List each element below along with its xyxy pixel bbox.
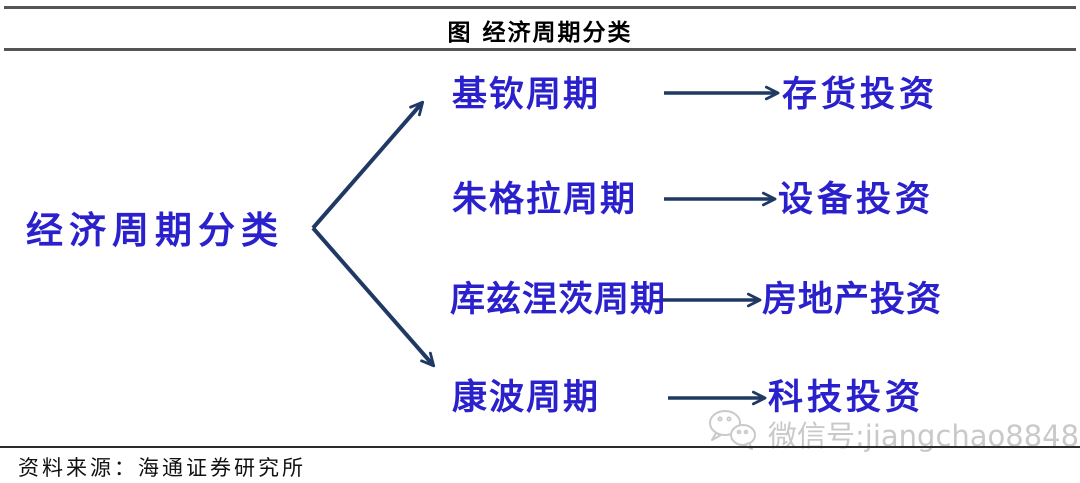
investment-node-realestate: 房地产投资 bbox=[762, 279, 943, 320]
wechat-icon bbox=[704, 407, 762, 455]
investment-node-technology: 科技投资 bbox=[768, 377, 925, 418]
cycle-node-kitchin: 基钦周期 bbox=[452, 74, 601, 115]
top-rule bbox=[4, 6, 1076, 9]
source-note: 资料来源：海通证券研究所 bbox=[18, 456, 306, 480]
watermark-text: 微信号:jiangchao8848 bbox=[768, 419, 1080, 453]
row-arrow-connectors bbox=[662, 85, 780, 406]
cycle-node-kuznets: 库兹涅茨周期 bbox=[450, 279, 667, 320]
bottom-rule bbox=[0, 446, 1080, 448]
figure-title: 图 经济周期分类 bbox=[447, 19, 633, 46]
root-node-label: 经济周期分类 bbox=[26, 208, 284, 252]
title-underline-rule bbox=[4, 48, 1076, 51]
investment-node-inventory: 存货投资 bbox=[782, 74, 939, 115]
cycle-node-kondratiev: 康波周期 bbox=[452, 377, 601, 418]
investment-node-equipment: 设备投资 bbox=[778, 179, 935, 220]
cycle-node-juglar: 朱格拉周期 bbox=[452, 179, 638, 220]
root-branch-connector bbox=[311, 100, 436, 368]
